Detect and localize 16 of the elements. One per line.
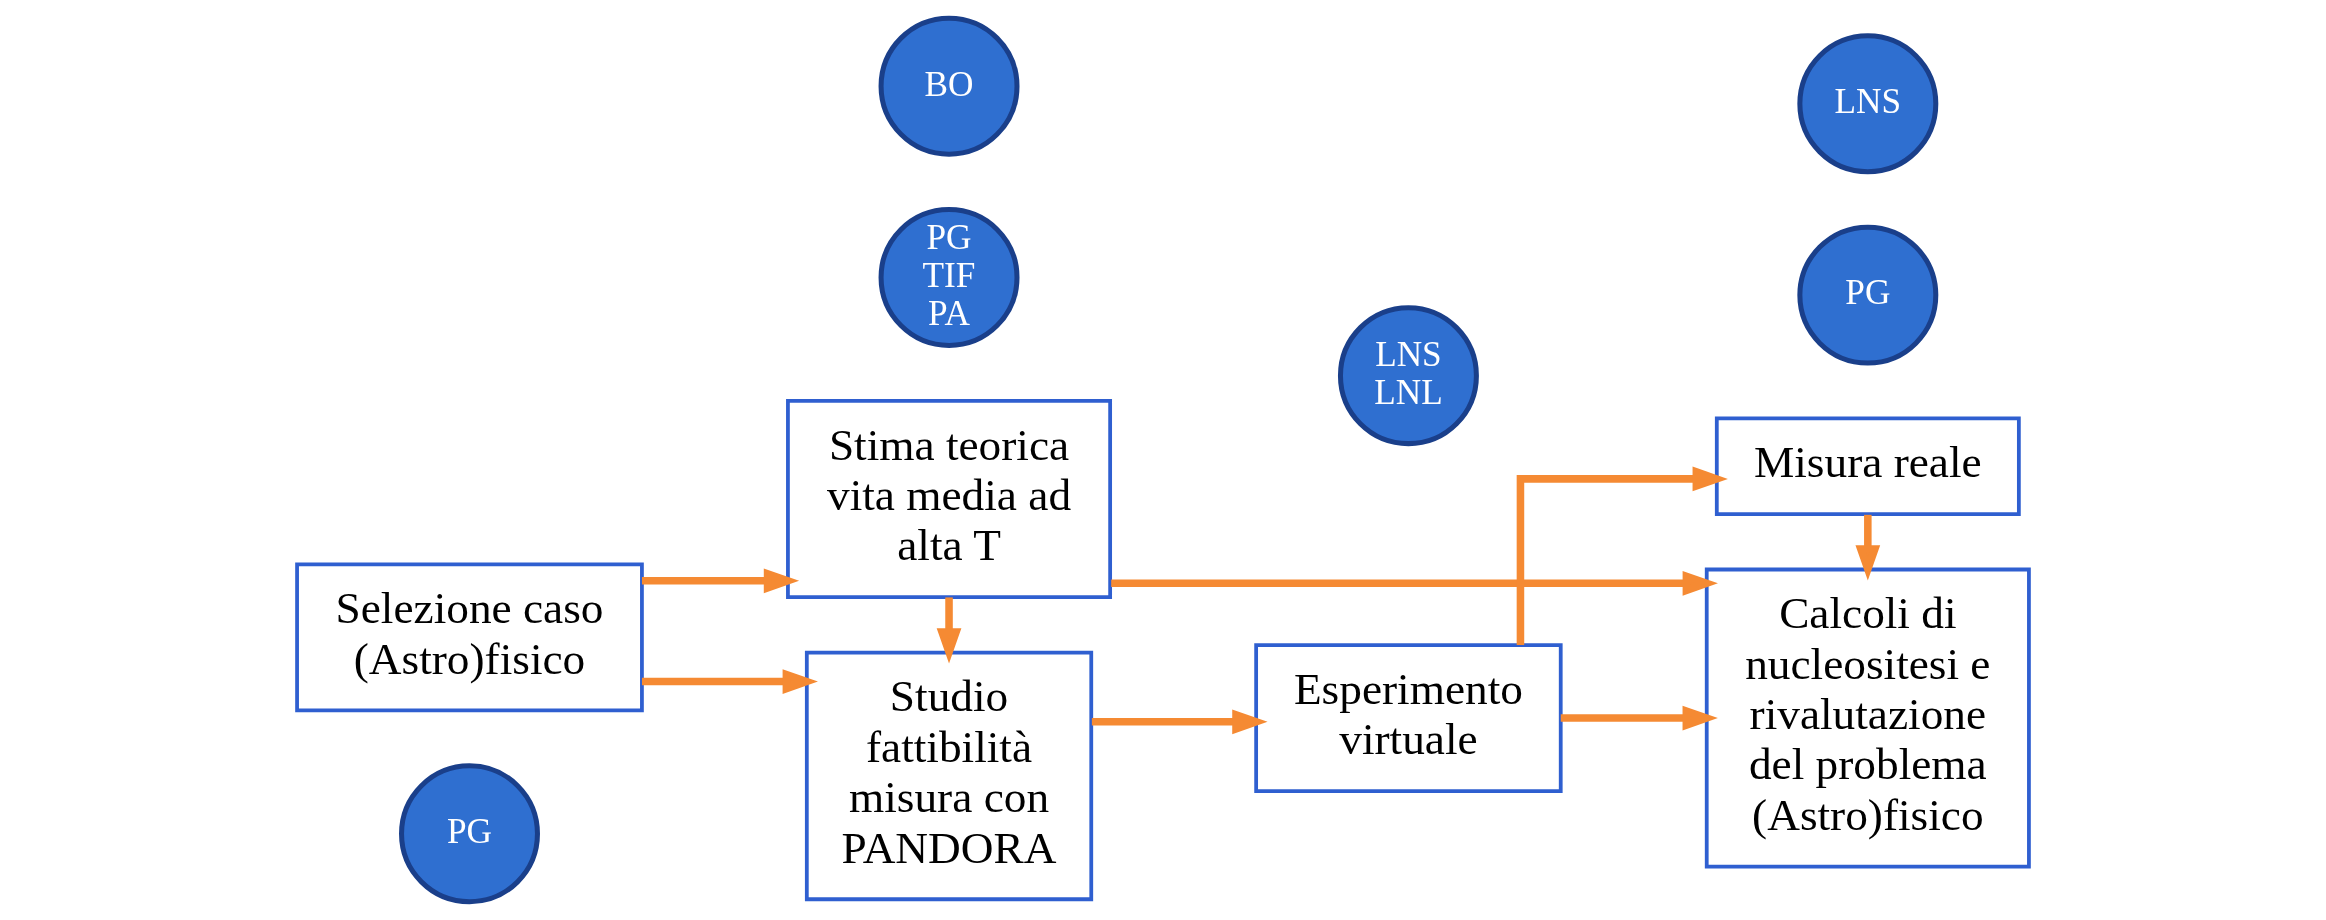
arrow (1091, 709, 1268, 735)
node-box: Studio fattibilità misura con PANDORA (804, 650, 1094, 902)
node-circle: LNS (1797, 33, 1939, 175)
node-box: Selezione caso (Astro)fisico (295, 562, 644, 713)
node-circle: PG (1797, 224, 1939, 366)
arrow (641, 568, 800, 594)
node-circle: LNS LNL (1337, 305, 1479, 447)
node-circle: BO (878, 15, 1020, 157)
arrow (641, 669, 818, 694)
arrow (1855, 514, 1881, 581)
node-box: Calcoli di nucleositesi e rivalutazione del problema (Astro)fisico (1704, 567, 2031, 869)
node-circle: PG (399, 763, 540, 905)
node-circle: PG TIF PA (878, 207, 1020, 348)
node-box: Esperimento virtuale (1254, 643, 1563, 793)
node-box: Stima teorica vita media ad alta T (786, 398, 1113, 600)
node-box: Misura reale (1714, 416, 2021, 516)
